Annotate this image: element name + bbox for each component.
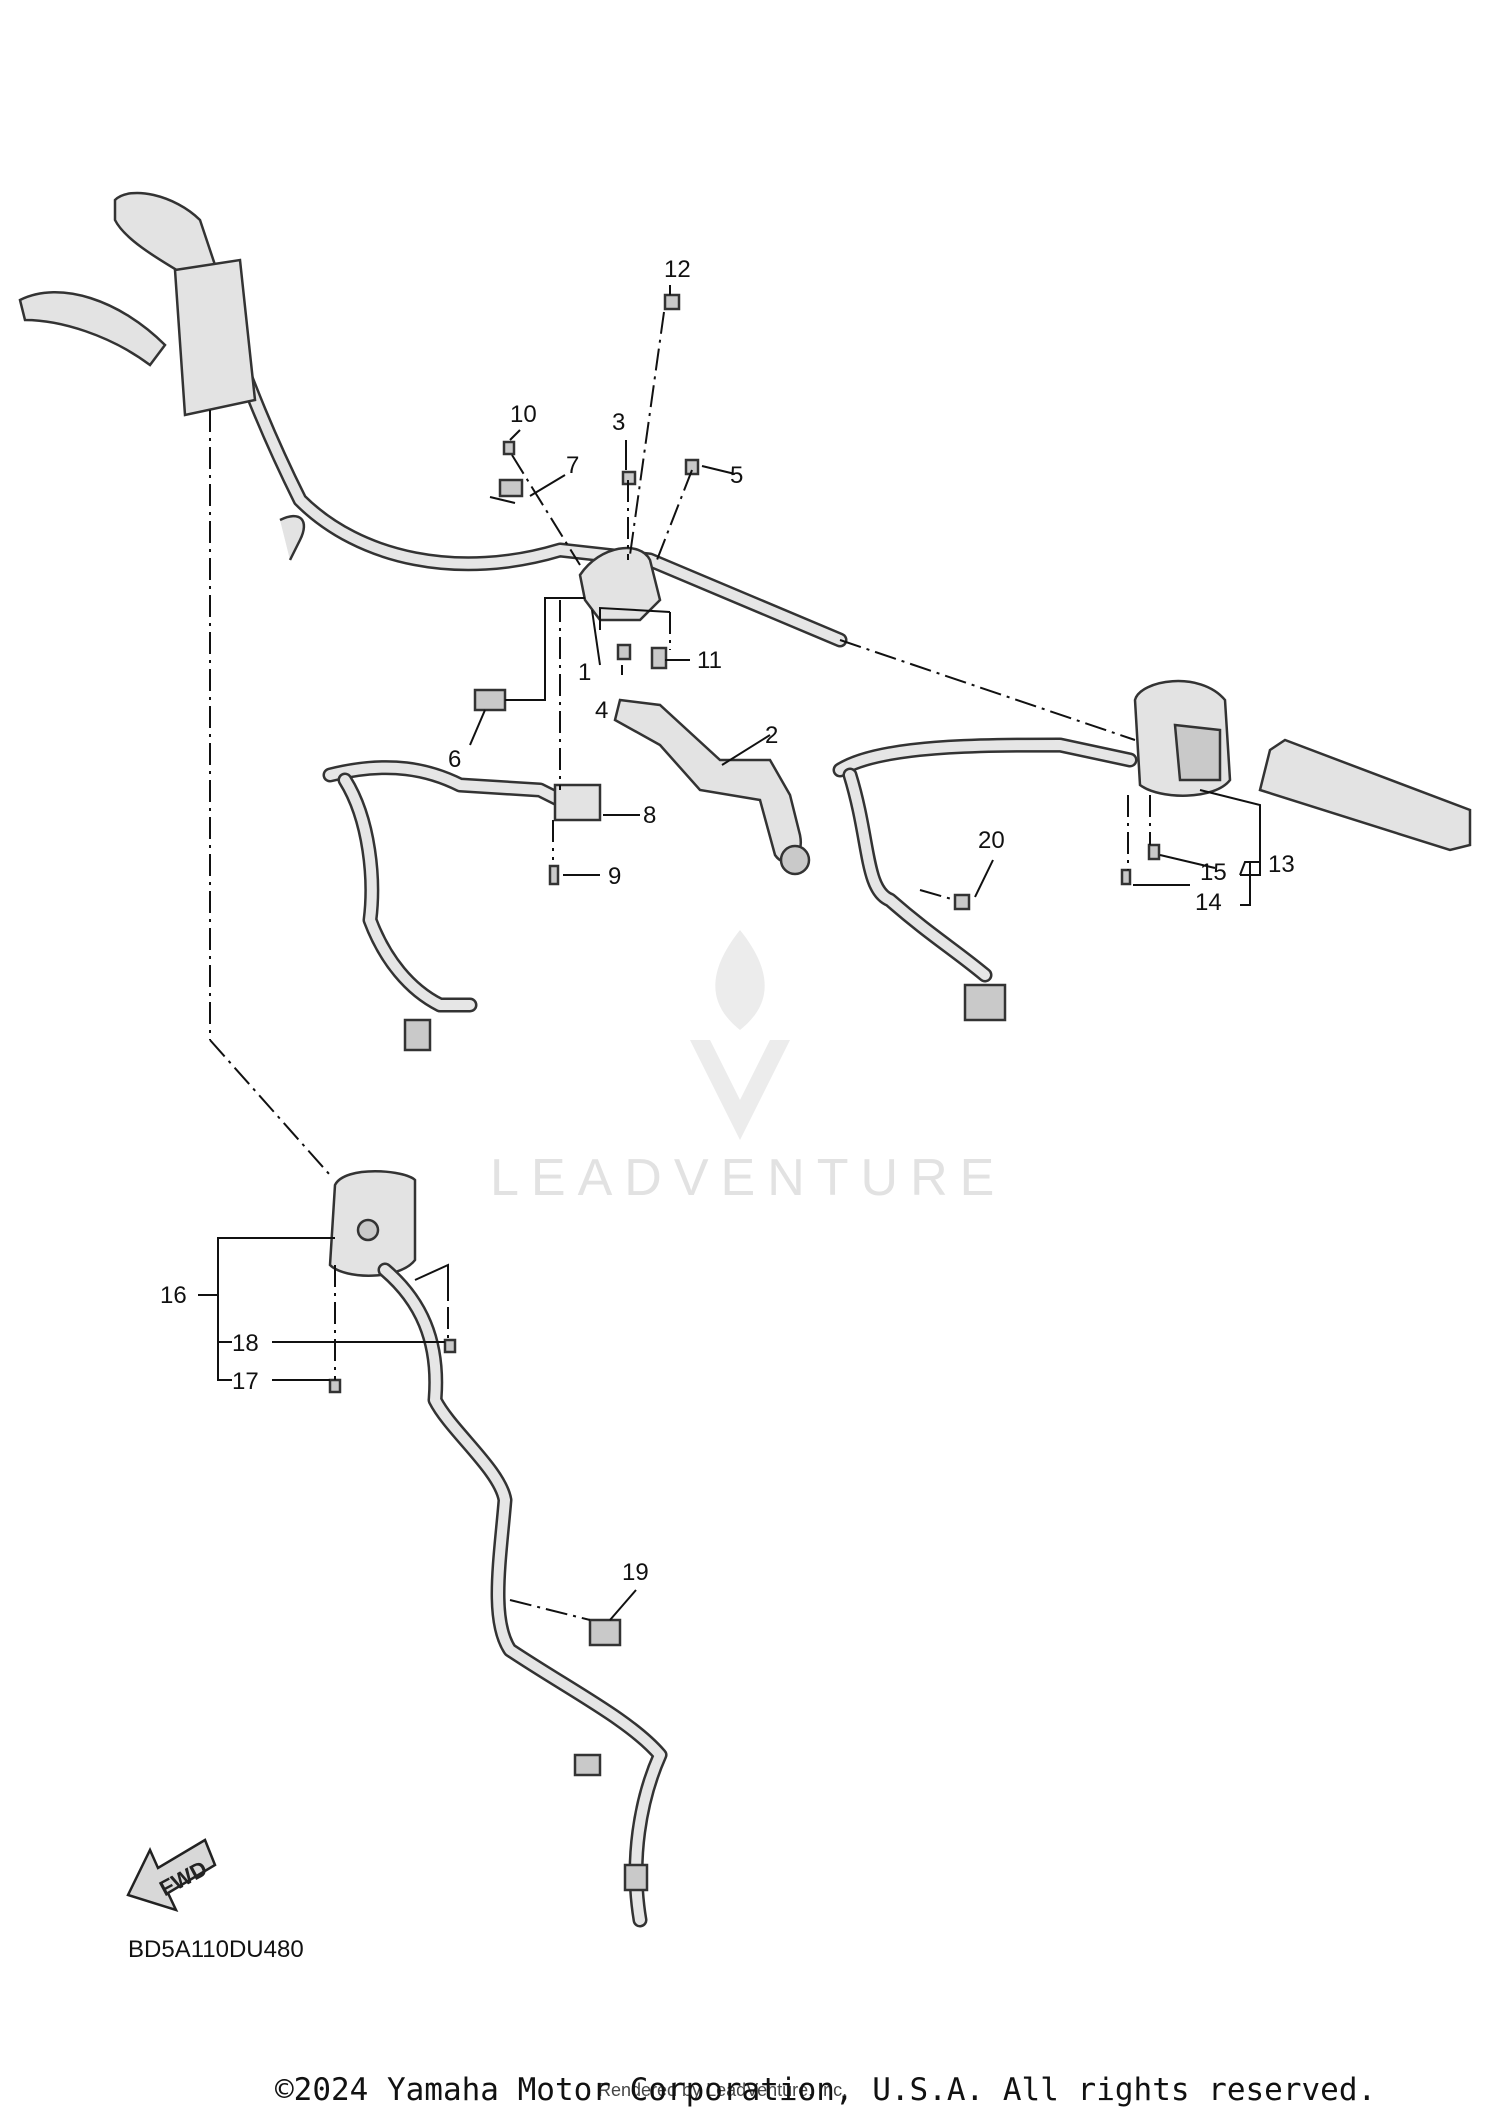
callout-8: 8 [643, 802, 656, 829]
right-switch-assembly [1133, 679, 1472, 852]
handlebar [18, 191, 848, 648]
callout-11: 11 [697, 647, 722, 674]
callout-6: 6 [448, 746, 461, 773]
callout-10: 10 [510, 401, 537, 428]
callout-15: 15 [1200, 859, 1227, 886]
callout-3: 3 [612, 409, 625, 436]
rendered-by-note: Rendered by LeadVenture, Inc. [598, 2080, 847, 2100]
callout-12: 12 [664, 256, 691, 283]
callout-1: 1 [578, 659, 591, 686]
callout-16: 16 [160, 1282, 187, 1309]
callout-2: 2 [765, 722, 778, 749]
callout-20: 20 [978, 827, 1005, 854]
watermark-logo: LEADVENTURE [490, 930, 1006, 1207]
right-switch-cable [832, 737, 1138, 1022]
small-parts [328, 293, 1161, 1647]
fwd-arrow-icon: FWD [126, 1838, 217, 1913]
callout-14: 14 [1195, 889, 1222, 916]
leader-lines [198, 285, 1261, 1621]
left-grip-switch-assembly [328, 1170, 668, 1928]
diagram-code: BD5A110DU480 [128, 1936, 304, 1963]
callout-13: 13 [1268, 851, 1295, 878]
callout-labels: 1 2 3 4 5 6 7 8 9 10 11 12 13 14 15 16 1… [160, 256, 1295, 1586]
copyright-notice: ©2024 Yamaha Motor Corporation, U.S.A. A… [275, 2072, 1376, 2108]
lever-bracket [578, 546, 811, 876]
callout-5: 5 [730, 462, 743, 489]
watermark-text: LEADVENTURE [490, 1149, 1006, 1207]
callout-18: 18 [232, 1330, 259, 1357]
callout-9: 9 [608, 863, 621, 890]
left-switch-cable [322, 760, 602, 1052]
callout-7: 7 [566, 452, 579, 479]
callout-19: 19 [622, 1559, 649, 1586]
callout-17: 17 [232, 1368, 259, 1395]
callout-4: 4 [595, 697, 608, 724]
